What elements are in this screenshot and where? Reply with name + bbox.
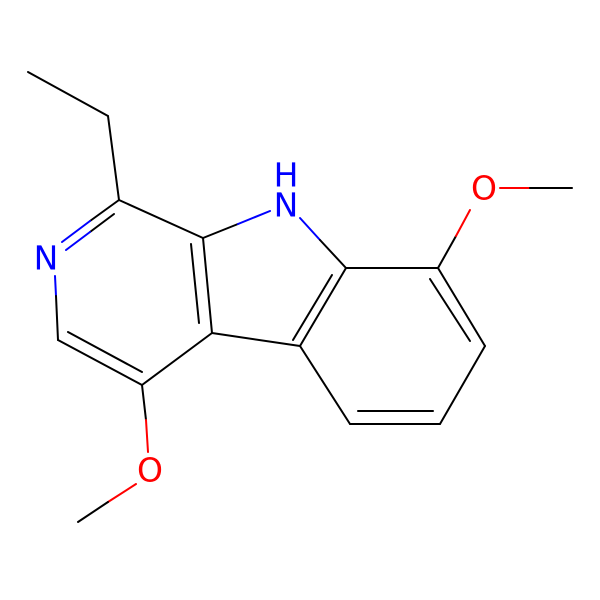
bond-c1-n-inner-black bbox=[89, 213, 115, 233]
atom-label-top-o: O bbox=[471, 169, 497, 208]
atom-label-layer: N H N O O bbox=[34, 156, 497, 490]
bond-c4b-c5 bbox=[299, 345, 351, 425]
atom-label-pyridine-n: N bbox=[34, 239, 59, 278]
bond-c6-c7 bbox=[439, 345, 486, 425]
bond-o-methyl2-red bbox=[107, 483, 137, 503]
bond-c1-n-inner-blue bbox=[65, 231, 91, 251]
bond-layer bbox=[27, 71, 573, 523]
bond-c4b-c4a bbox=[211, 332, 301, 347]
atom-label-nh-n: N bbox=[274, 186, 299, 225]
bond-c4a-c9a-inner bbox=[190, 243, 200, 324]
bond-c4-c4a bbox=[141, 332, 213, 386]
bond-c3-c4-inner bbox=[67, 331, 143, 373]
bond-c4-o-black bbox=[141, 384, 147, 421]
bond-c9a-nh-black bbox=[202, 223, 239, 239]
bond-c1-n-black bbox=[89, 199, 120, 222]
bond-ethyl-c1 bbox=[107, 115, 120, 201]
bond-c8a-c4b-inner bbox=[292, 274, 333, 341]
bond-n-c3-blue bbox=[54, 275, 57, 297]
atom-label-nh-h: H bbox=[274, 156, 299, 195]
bond-c7-c8 bbox=[437, 267, 486, 347]
bond-c1-n-blue bbox=[61, 220, 91, 243]
bond-c8a-c4b bbox=[299, 267, 347, 347]
bond-c8-o-black bbox=[437, 235, 457, 269]
bond-methyl-ethyl bbox=[27, 71, 109, 117]
bond-c3-c4 bbox=[57, 339, 143, 386]
bond-c9a-nh-blue bbox=[237, 210, 271, 225]
bond-n-c3-black bbox=[55, 295, 59, 341]
bond-c4a-c9a bbox=[202, 237, 213, 334]
bond-o-methyl2-black bbox=[77, 501, 109, 523]
atom-label-bottom-o: O bbox=[137, 451, 163, 490]
bond-c7-c8-inner bbox=[429, 278, 471, 342]
bond-c8-o-red bbox=[455, 209, 471, 237]
bond-c4-o-red bbox=[145, 419, 149, 453]
bond-nh-c8a-blue bbox=[299, 217, 321, 241]
bond-c9a-c1 bbox=[118, 199, 204, 239]
bond-nh-c8a-black bbox=[319, 239, 347, 269]
